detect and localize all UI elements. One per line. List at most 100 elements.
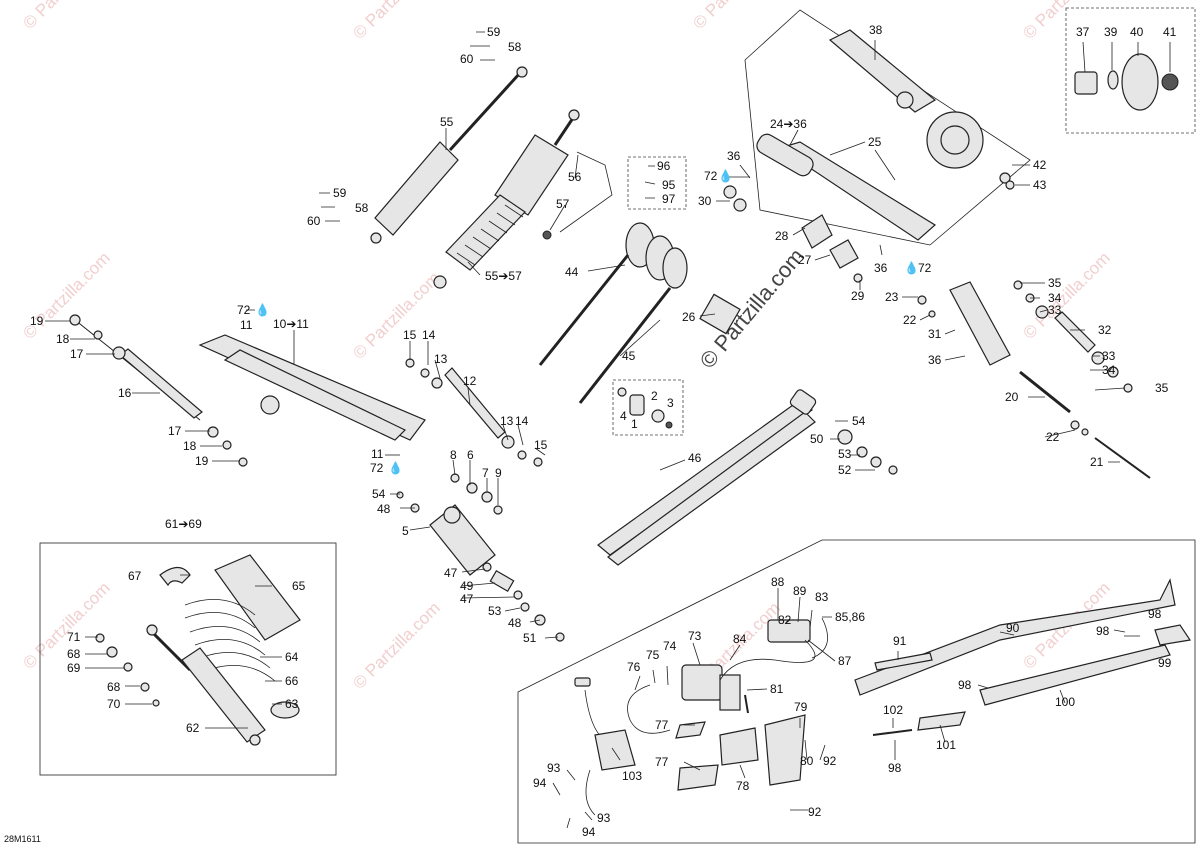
- shock-assembly-frame: [39, 542, 337, 776]
- callout-94: 94: [533, 776, 547, 790]
- callout-89: 89: [793, 584, 807, 598]
- callout-labels: 59 58 60 55 59 58 60 56 57 55➔57 96 95 9…: [30, 23, 1177, 839]
- shock-assembly-61-69: [95, 554, 301, 746]
- idler-frame: [1065, 7, 1196, 134]
- callout-72: 72: [918, 261, 932, 275]
- callout-38: 38: [869, 23, 883, 37]
- callout-31: 31: [928, 327, 942, 341]
- callout-96: 96: [657, 159, 671, 173]
- callout-5: 5: [402, 524, 409, 538]
- watermark: © Partzilla.com: [1019, 0, 1113, 43]
- callout-54: 54: [852, 414, 866, 428]
- callout-51: 51: [523, 631, 537, 645]
- callout-6: 6: [467, 448, 474, 462]
- callout-46: 46: [688, 451, 702, 465]
- callout-10-11: 10➔11: [273, 317, 309, 331]
- callout-87: 87: [838, 654, 852, 668]
- callout-74: 74: [663, 639, 677, 653]
- shock-absorber-55: [370, 66, 528, 244]
- callout-3: 3: [667, 396, 674, 410]
- callout-24-36: 24➔36: [770, 117, 807, 131]
- torsion-springs: [538, 222, 741, 404]
- callout-77: 77: [655, 755, 669, 769]
- callout-47: 47: [444, 566, 458, 580]
- callout-68: 68: [67, 647, 81, 661]
- callout-34: 34: [1102, 363, 1116, 377]
- callout-91: 91: [893, 634, 907, 648]
- callout-11: 11: [371, 447, 384, 461]
- oil-drop-icon: 💧: [388, 461, 403, 475]
- callout-14: 14: [515, 414, 529, 428]
- callout-9: 9: [495, 466, 502, 480]
- callout-35: 35: [1155, 381, 1169, 395]
- diagram-code: 28M1611: [4, 834, 41, 844]
- callout-61-69: 61➔69: [165, 517, 202, 531]
- callout-78: 78: [736, 779, 750, 793]
- callout-90: 90: [1006, 621, 1020, 635]
- callout-56: 56: [568, 170, 582, 184]
- callout-58: 58: [355, 201, 369, 215]
- callout-14: 14: [422, 328, 436, 342]
- leader-lines: [45, 31, 1171, 829]
- callout-55-57: 55➔57: [485, 269, 522, 283]
- callout-22: 22: [1046, 430, 1060, 444]
- shock-absorber-large: [433, 109, 613, 289]
- callout-99: 99: [1158, 656, 1172, 670]
- callout-18: 18: [183, 439, 197, 453]
- idler-wheel: [1074, 53, 1179, 111]
- callout-49: 49: [460, 579, 474, 593]
- callout-95: 95: [662, 178, 676, 192]
- callout-82: 82: [778, 613, 792, 627]
- callout-76: 76: [627, 660, 641, 674]
- callout-37: 37: [1076, 25, 1090, 39]
- callout-63: 63: [285, 697, 299, 711]
- callout-19: 19: [30, 314, 44, 328]
- callout-17: 17: [168, 424, 182, 438]
- callout-55: 55: [440, 115, 454, 129]
- watermark: © Partzilla.com: [349, 598, 443, 692]
- callout-67: 67: [128, 569, 142, 583]
- watermark: © Partzilla.com: [19, 248, 113, 342]
- oil-drop-icon: 💧: [718, 169, 733, 183]
- watermark: © Partzilla.com: [19, 0, 113, 33]
- callout-48: 48: [508, 616, 522, 630]
- callout-39: 39: [1104, 25, 1118, 39]
- callout-98: 98: [888, 761, 902, 775]
- callout-69: 69: [67, 661, 81, 675]
- callout-83: 83: [815, 590, 829, 604]
- callout-64: 64: [285, 650, 299, 664]
- callout-21: 21: [1090, 455, 1104, 469]
- callout-26: 26: [682, 310, 696, 324]
- callout-93: 93: [547, 761, 561, 775]
- callout-35: 35: [1048, 276, 1062, 290]
- callout-62: 62: [186, 721, 200, 735]
- callout-8: 8: [450, 448, 457, 462]
- callout-36: 36: [874, 261, 888, 275]
- upper-rear-arm: [723, 29, 1015, 283]
- callout-60: 60: [460, 52, 474, 66]
- callout-36: 36: [727, 149, 741, 163]
- callout-45: 45: [622, 349, 636, 363]
- callout-73: 73: [688, 629, 702, 643]
- callout-20: 20: [1005, 390, 1019, 404]
- rear-arm-46: [597, 389, 898, 566]
- rear-link-arm: [917, 280, 1151, 479]
- callout-92: 92: [808, 805, 822, 819]
- callout-13: 13: [500, 414, 514, 428]
- callout-43: 43: [1033, 178, 1047, 192]
- callout-17: 17: [70, 347, 84, 361]
- callout-59: 59: [487, 25, 501, 39]
- callout-92: 92: [823, 754, 837, 768]
- callout-25: 25: [868, 135, 882, 149]
- callout-15: 15: [534, 438, 548, 452]
- callout-53: 53: [488, 604, 502, 618]
- callout-65: 65: [292, 579, 306, 593]
- callout-16: 16: [118, 386, 132, 400]
- callout-98: 98: [958, 678, 972, 692]
- callout-103: 103: [622, 769, 642, 783]
- oil-drop-icon: 💧: [904, 261, 919, 275]
- callout-81: 81: [770, 682, 784, 696]
- watermark: © Partzilla.com: [689, 0, 783, 33]
- callout-60: 60: [307, 214, 321, 228]
